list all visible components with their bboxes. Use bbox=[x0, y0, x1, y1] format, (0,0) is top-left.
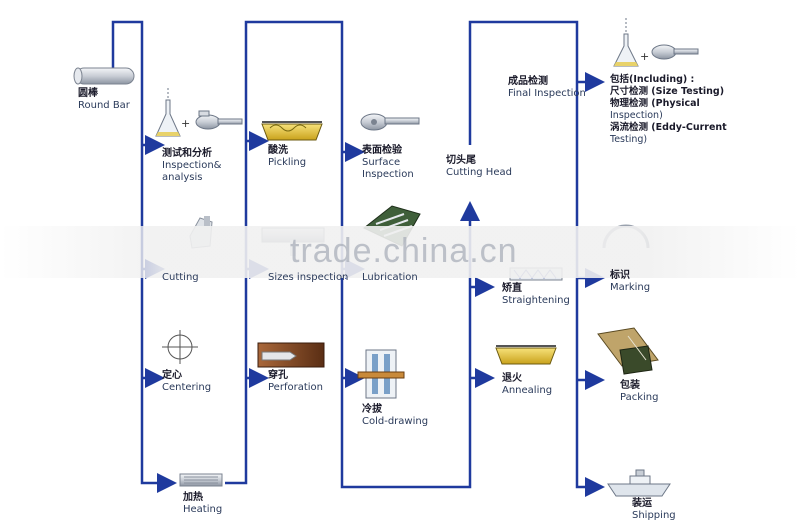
watermark-band bbox=[0, 226, 800, 278]
label-heating: 加热 Heating bbox=[183, 492, 222, 516]
inspection-cn: 测试和分析 bbox=[162, 148, 212, 159]
flask-icon bbox=[155, 88, 181, 137]
cold-drawing-die-icon bbox=[357, 349, 405, 399]
heating-furnace-icon bbox=[179, 473, 223, 487]
plus-sign-2: + bbox=[640, 50, 649, 63]
label-round-bar: 圆棒 Round Bar bbox=[78, 88, 130, 112]
inspection-en1: Inspection& bbox=[162, 160, 222, 171]
pickling-en: Pickling bbox=[268, 157, 307, 168]
caliper-gauge-icon bbox=[195, 110, 243, 130]
inspection-en2: analysis bbox=[162, 172, 203, 183]
cold-drawing-cn: 冷拔 bbox=[362, 404, 382, 415]
label-cold-drawing: 冷拔 Cold-drawing bbox=[362, 404, 428, 428]
centering-crosshair-icon bbox=[162, 330, 198, 364]
perforation-machine-icon bbox=[257, 342, 325, 368]
packing-cn: 包装 bbox=[620, 380, 640, 391]
final-gauge-icon bbox=[651, 44, 699, 60]
pickling-tank-icon bbox=[261, 121, 323, 141]
including-l5: 涡流检测 (Eddy-Current bbox=[610, 122, 727, 133]
label-annealing: 退火 Annealing bbox=[502, 373, 552, 397]
round-bar-cn: 圆棒 bbox=[78, 88, 98, 99]
heating-en: Heating bbox=[183, 504, 223, 515]
final-en: Final Inspection bbox=[508, 88, 586, 99]
watermark-text: trade.china.cn bbox=[290, 232, 518, 270]
centering-en: Centering bbox=[162, 382, 212, 393]
straightening-en: Straightening bbox=[502, 295, 570, 306]
including-l3: 物理检测 (Physical bbox=[610, 98, 700, 109]
ship-icon bbox=[607, 469, 671, 497]
annealing-cn: 退火 bbox=[502, 373, 522, 384]
label-surface-inspection: 表面检验 Surface Inspection bbox=[362, 145, 414, 181]
including-l1: 包括(Including) : bbox=[610, 74, 695, 85]
label-straightening: 矫直 Straightening bbox=[502, 283, 570, 307]
packing-bundle-icon bbox=[597, 327, 659, 375]
surface-en1: Surface bbox=[362, 157, 401, 168]
perforation-en: Perforation bbox=[268, 382, 323, 393]
label-inspection: 测试和分析 Inspection& analysis bbox=[162, 148, 221, 184]
annealing-en: Annealing bbox=[502, 385, 553, 396]
label-including-list: 包括(Including) : 尺寸检测 (Size Testing) 物理检测… bbox=[610, 74, 790, 146]
marking-en: Marking bbox=[610, 282, 651, 293]
round-bar-en: Round Bar bbox=[78, 100, 130, 111]
shipping-cn: 装运 bbox=[632, 498, 652, 509]
packing-en: Packing bbox=[620, 392, 659, 403]
including-l2: 尺寸检测 (Size Testing) bbox=[610, 86, 725, 97]
shipping-en: Shipping bbox=[632, 510, 676, 521]
centering-cn: 定心 bbox=[162, 370, 182, 381]
final-flask-icon bbox=[613, 18, 639, 67]
label-packing: 包装 Packing bbox=[620, 380, 658, 404]
label-centering: 定心 Centering bbox=[162, 370, 211, 394]
flow-lines bbox=[111, 20, 605, 497]
surface-en2: Inspection bbox=[362, 169, 414, 180]
label-final-inspection: 成品检测 Final Inspection bbox=[508, 76, 586, 100]
marking-cn: 标识 bbox=[610, 270, 630, 281]
lubrication-en: Lubrication bbox=[362, 272, 418, 283]
label-pickling: 酸洗 Pickling bbox=[268, 145, 306, 169]
heating-cn: 加热 bbox=[183, 492, 203, 503]
label-lubrication: Lubrication bbox=[362, 272, 418, 284]
cutting-en: Cutting bbox=[162, 272, 199, 283]
cutting-head-cn: 切头尾 bbox=[446, 155, 476, 166]
including-l4: Inspection) bbox=[610, 110, 663, 121]
cold-drawing-en: Cold-drawing bbox=[362, 416, 429, 427]
final-cn: 成品检测 bbox=[508, 76, 548, 87]
round-bar-icon bbox=[73, 67, 135, 85]
pickling-cn: 酸洗 bbox=[268, 145, 288, 156]
straightening-cn: 矫直 bbox=[502, 283, 522, 294]
label-marking: 标识 Marking bbox=[610, 270, 650, 294]
including-l6: Testing) bbox=[610, 134, 648, 145]
label-cutting-head: 切头尾 Cutting Head bbox=[446, 155, 512, 179]
label-sizes-inspection: Sizes inspection bbox=[268, 272, 348, 284]
surface-gauge-icon bbox=[360, 113, 420, 131]
plus-sign: + bbox=[181, 117, 190, 130]
sizes-en: Sizes inspection bbox=[268, 272, 349, 283]
perforation-cn: 穿孔 bbox=[268, 370, 288, 381]
label-cutting: Cutting bbox=[162, 272, 199, 284]
cutting-head-en: Cutting Head bbox=[446, 167, 512, 178]
label-shipping: 装运 Shipping bbox=[632, 498, 676, 522]
annealing-tank-icon bbox=[495, 345, 557, 365]
surface-cn: 表面检验 bbox=[362, 145, 402, 156]
label-perforation: 穿孔 Perforation bbox=[268, 370, 323, 394]
